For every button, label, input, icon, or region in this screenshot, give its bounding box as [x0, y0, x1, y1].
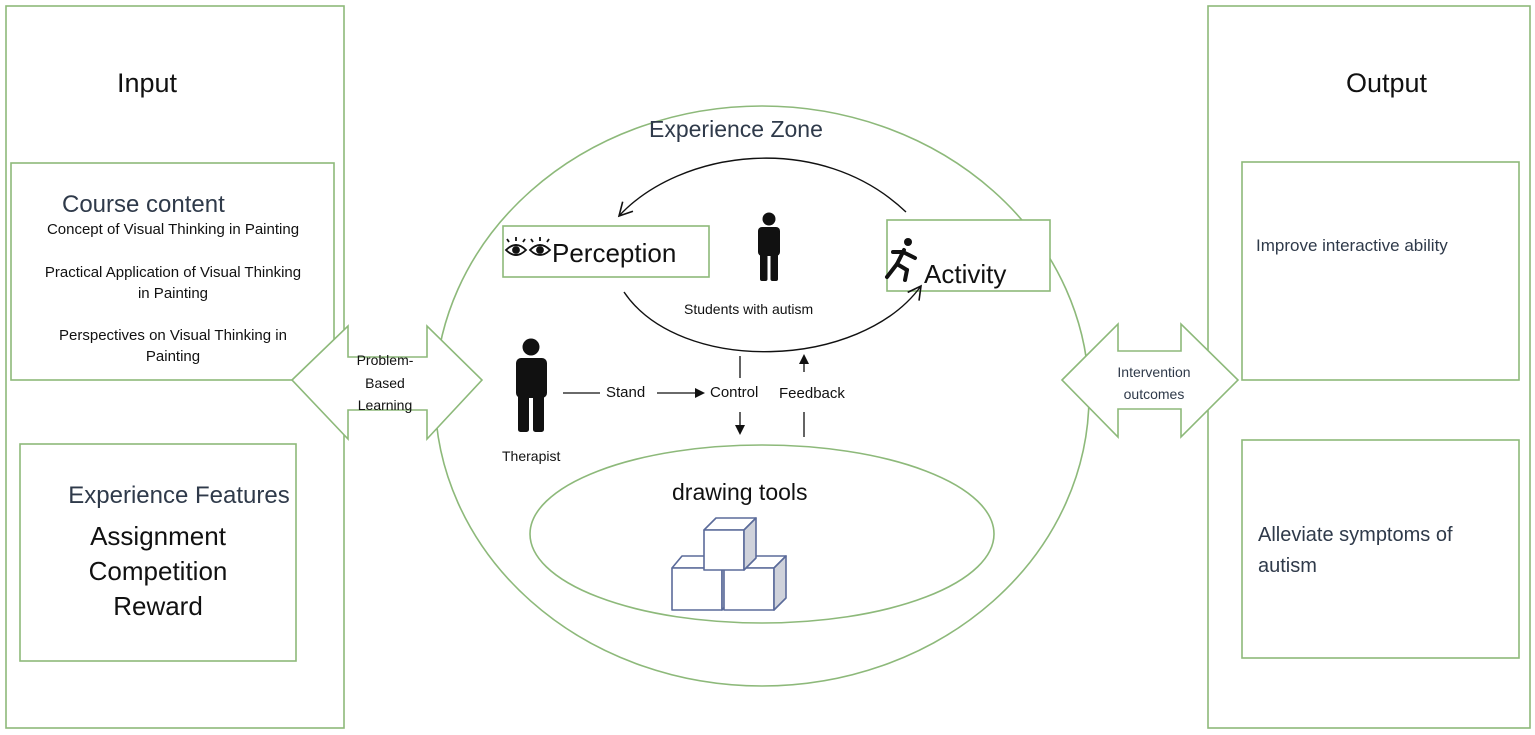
perception-label: Perception: [552, 238, 677, 268]
therapist-label: Therapist: [502, 448, 561, 464]
pbl-label-line3: Learning: [357, 397, 413, 413]
course-item-perspectives-line2: Painting: [145, 348, 201, 365]
course-item-practical-line1: Practical Application of Visual Thinking: [44, 264, 302, 281]
course-content-box: [10, 162, 335, 381]
person-icon: [758, 212, 780, 281]
students-with-autism-label: Students with autism: [684, 301, 814, 317]
course-item-perspectives-line1: Perspectives on Visual Thinking in: [59, 327, 287, 344]
stand-label: Stand: [606, 384, 646, 401]
eyes-icon: [504, 237, 552, 256]
feedback-label: Feedback: [779, 385, 845, 402]
feature-reward: Reward: [113, 591, 203, 621]
course-item-concept: Concept of Visual Thinking in Painting: [46, 221, 300, 238]
output-symptoms-line2: autism: [1258, 555, 1317, 577]
experience-features-heading: Experience Features: [68, 482, 290, 509]
output-title: Output: [1346, 68, 1428, 98]
therapist-person-icon: [516, 338, 547, 432]
output-interactive-ability: Improve interactive ability: [1256, 236, 1448, 255]
pbl-label-line1: Problem-: [356, 352, 414, 368]
pbl-double-arrow: [290, 324, 484, 442]
experience-features-box: [19, 443, 297, 662]
intervention-label-line2: outcomes: [1123, 386, 1185, 402]
feature-assignment: Assignment: [90, 521, 226, 551]
feature-competition: Competition: [88, 556, 228, 586]
experience-zone-title: Experience Zone: [649, 116, 823, 142]
output-box-interactive: [1241, 161, 1520, 381]
cubes-icon: [671, 517, 787, 611]
activity-to-perception-arc: [617, 157, 907, 218]
runner-icon: [885, 238, 917, 282]
input-title: Input: [117, 68, 178, 98]
activity-label: Activity: [924, 259, 1007, 289]
course-content-heading: Course content: [62, 191, 225, 218]
intervention-label-line1: Intervention: [1117, 364, 1191, 380]
control-label: Control: [710, 384, 759, 401]
course-item-practical-line2: in Painting: [137, 285, 209, 302]
output-symptoms-line1: Alleviate symptoms of: [1258, 524, 1453, 546]
output-box-symptoms: [1241, 439, 1520, 659]
pbl-label-line2: Based: [365, 375, 405, 391]
perception-to-activity-arc: [623, 284, 922, 353]
drawing-tools-ellipse: [529, 444, 995, 624]
output-panel: [1207, 5, 1531, 729]
drawing-tools-label: drawing tools: [672, 479, 808, 505]
intervention-double-arrow: [1060, 322, 1240, 439]
